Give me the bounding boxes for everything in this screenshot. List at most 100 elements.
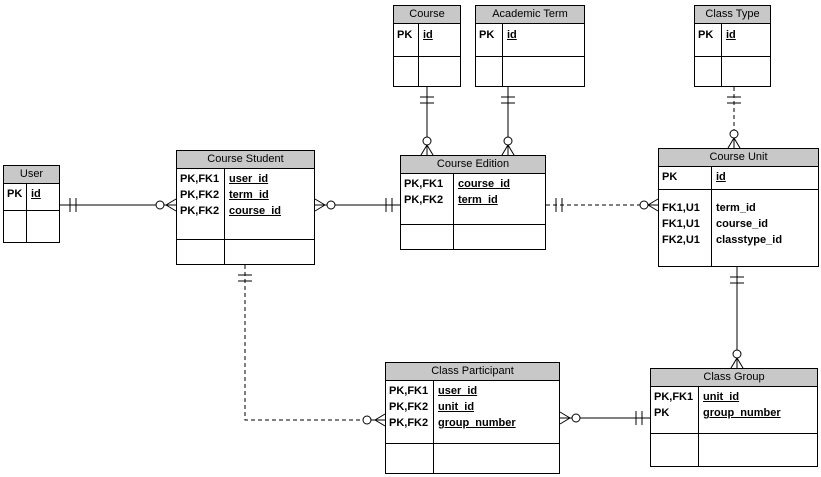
entity-title: Academic Term — [476, 6, 584, 24]
attribute-row: FK1,U1 term_id — [659, 200, 818, 216]
column-divider — [711, 167, 712, 266]
one-marker-icon — [420, 96, 434, 104]
attribute-name: id — [423, 29, 433, 41]
attribute-name: term_id — [716, 202, 756, 214]
entity-class-participant[interactable]: Class Participant PK,FK1 user_id PK,FK2 … — [385, 362, 560, 474]
column-divider — [433, 381, 434, 473]
entity-title: Course — [394, 6, 460, 24]
empty-attribute-section — [476, 56, 584, 86]
attribute-row: FK2,U1 classtype_id — [659, 232, 818, 248]
entity-body: PK,FK1 course_id PK,FK2 term_id — [401, 174, 545, 249]
column-divider — [453, 174, 454, 249]
zero-or-many-marker-icon — [362, 413, 386, 427]
rel-user-course-student — [60, 198, 177, 212]
attribute-row: PK,FK2 group_number — [386, 415, 559, 431]
attribute-row: PK id — [394, 27, 460, 43]
rel-academic-term-course-edition — [501, 87, 515, 156]
attribute-name: group_number — [703, 407, 781, 419]
attribute-name: user_id — [438, 385, 478, 397]
attribute-name: id — [726, 29, 736, 41]
attribute-row: PK,FK1 course_id — [401, 176, 545, 192]
one-marker-icon — [555, 198, 563, 212]
key-label: PK — [698, 29, 714, 41]
attribute-name: course_id — [229, 205, 281, 217]
zero-or-many-marker-icon — [155, 198, 177, 212]
key-section: PK id — [695, 24, 770, 56]
zero-or-many-marker-icon — [727, 129, 741, 149]
attribute-row: PK id — [476, 27, 584, 43]
zero-or-many-marker-icon — [730, 349, 744, 369]
empty-attribute-section — [4, 210, 59, 242]
entity-title: Course Edition — [401, 156, 545, 174]
attribute-row: PK id — [4, 186, 59, 202]
entity-user[interactable]: User PK id — [3, 165, 60, 243]
key-section: PK,FK1 user_id PK,FK2 unit_id PK,FK2 gro… — [386, 381, 559, 443]
rel-course-unit-class-group — [730, 267, 744, 369]
key-label: PK,FK1 — [654, 391, 694, 403]
entity-course-unit[interactable]: Course Unit PK id FK1,U1 term_id FK1,U1 … — [658, 148, 819, 267]
attribute-name: term_id — [458, 194, 498, 206]
attribute-name: user_id — [229, 173, 269, 185]
key-label: PK,FK1 — [404, 178, 444, 190]
entity-body: PK,FK1 user_id PK,FK2 term_id PK,FK2 cou… — [177, 169, 314, 264]
attribute-name: id — [31, 188, 41, 200]
key-label: PK — [397, 29, 413, 41]
column-divider — [698, 387, 699, 466]
entity-title: Class Group — [651, 369, 817, 387]
one-marker-icon — [501, 96, 515, 104]
key-label: PK,FK2 — [180, 205, 220, 217]
attribute-row: PK,FK2 course_id — [177, 203, 314, 219]
key-section: PK id — [659, 167, 818, 189]
attribute-row: PK,FK2 unit_id — [386, 399, 559, 415]
empty-attribute-section — [177, 239, 314, 264]
key-section: PK,FK1 unit_id PK group_number — [651, 387, 817, 433]
column-divider — [26, 184, 27, 242]
key-label: PK,FK2 — [389, 401, 429, 413]
attribute-row: PK id — [695, 27, 770, 43]
entity-body: PK id FK1,U1 term_id FK1,U1 course_id FK… — [659, 167, 818, 266]
key-label: PK,FK2 — [180, 189, 220, 201]
key-label: FK1,U1 — [662, 202, 700, 214]
key-label: FK1,U1 — [662, 218, 700, 230]
zero-or-many-marker-icon — [420, 136, 434, 156]
entity-body: PK id — [476, 24, 584, 86]
attribute-section: FK1,U1 term_id FK1,U1 course_id FK2,U1 c… — [659, 189, 818, 266]
attribute-row: PK id — [659, 169, 818, 185]
entity-academic-term[interactable]: Academic Term PK id — [475, 5, 585, 87]
entity-class-group[interactable]: Class Group PK,FK1 unit_id PK group_numb… — [650, 368, 818, 467]
entity-body: PK id — [695, 24, 770, 86]
key-section: PK id — [476, 24, 584, 56]
entity-course-student[interactable]: Course Student PK,FK1 user_id PK,FK2 ter… — [176, 150, 315, 265]
entity-class-type[interactable]: Class Type PK id — [694, 5, 771, 87]
attribute-name: id — [507, 29, 517, 41]
zero-or-many-marker-icon — [314, 198, 336, 212]
column-divider — [224, 169, 225, 264]
key-label: PK — [654, 407, 670, 419]
attribute-name: id — [716, 171, 726, 183]
entity-course-edition[interactable]: Course Edition PK,FK1 course_id PK,FK2 t… — [400, 155, 546, 250]
column-divider — [502, 24, 503, 86]
key-label: PK — [479, 29, 495, 41]
rel-course-edition-course-student — [314, 198, 400, 212]
key-section: PK,FK1 user_id PK,FK2 term_id PK,FK2 cou… — [177, 169, 314, 239]
one-marker-icon — [238, 274, 252, 282]
attribute-name: course_id — [716, 218, 768, 230]
attribute-row: PK,FK1 user_id — [386, 383, 559, 399]
attribute-name: classtype_id — [716, 234, 783, 246]
key-label: PK,FK1 — [389, 385, 429, 397]
entity-course[interactable]: Course PK id — [393, 5, 461, 87]
key-section: PK,FK1 course_id PK,FK2 term_id — [401, 174, 545, 224]
rel-class-type-course-unit — [727, 87, 741, 149]
key-label: PK — [7, 188, 23, 200]
key-label: FK2,U1 — [662, 234, 700, 246]
key-label: PK,FK1 — [180, 173, 220, 185]
entity-title: User — [4, 166, 59, 184]
rel-class-group-class-participant — [559, 411, 650, 425]
attribute-row: PK,FK2 term_id — [177, 187, 314, 203]
column-divider — [418, 24, 419, 86]
attribute-name: course_id — [458, 178, 510, 190]
one-marker-icon — [730, 276, 744, 284]
entity-title: Class Type — [695, 6, 770, 24]
attribute-row: PK,FK1 user_id — [177, 171, 314, 187]
rel-course-edition-course-unit — [546, 198, 659, 212]
